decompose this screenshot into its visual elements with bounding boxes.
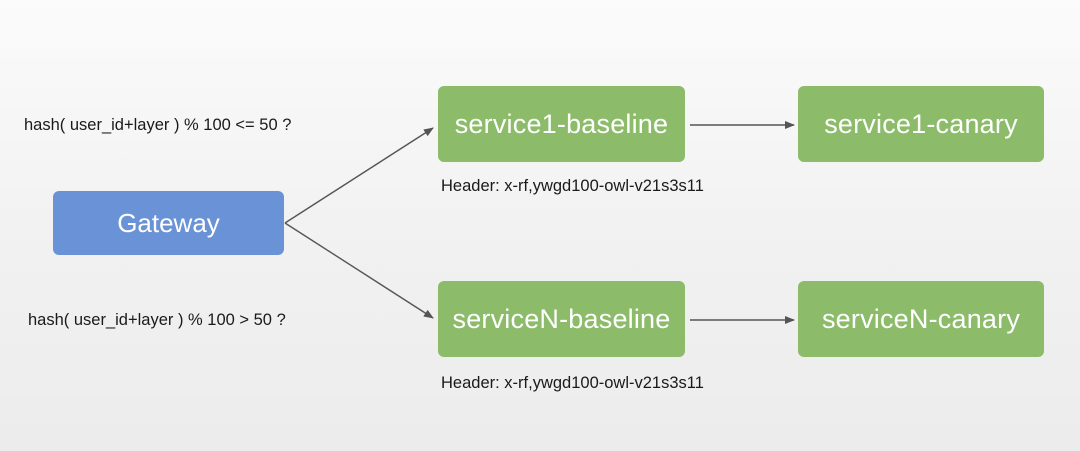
serviceN-canary-node: serviceN-canary: [798, 281, 1044, 357]
service1-baseline-node: service1-baseline: [438, 86, 685, 162]
service1-canary-node: service1-canary: [798, 86, 1044, 162]
serviceN-header-label: Header: x-rf,ywgd100-owl-v21s3s11: [441, 374, 704, 392]
condition-lower-label: hash( user_id+layer ) % 100 > 50 ?: [28, 311, 286, 329]
serviceN-baseline-node: serviceN-baseline: [438, 281, 685, 357]
edge-gateway-to-service1-baseline: [284, 127, 434, 224]
edge-gateway-to-serviceN-baseline: [284, 222, 434, 319]
service1-header-label: Header: x-rf,ywgd100-owl-v21s3s11: [441, 177, 704, 195]
gateway-node: Gateway: [53, 191, 284, 255]
condition-upper-label: hash( user_id+layer ) % 100 <= 50 ?: [24, 116, 292, 134]
